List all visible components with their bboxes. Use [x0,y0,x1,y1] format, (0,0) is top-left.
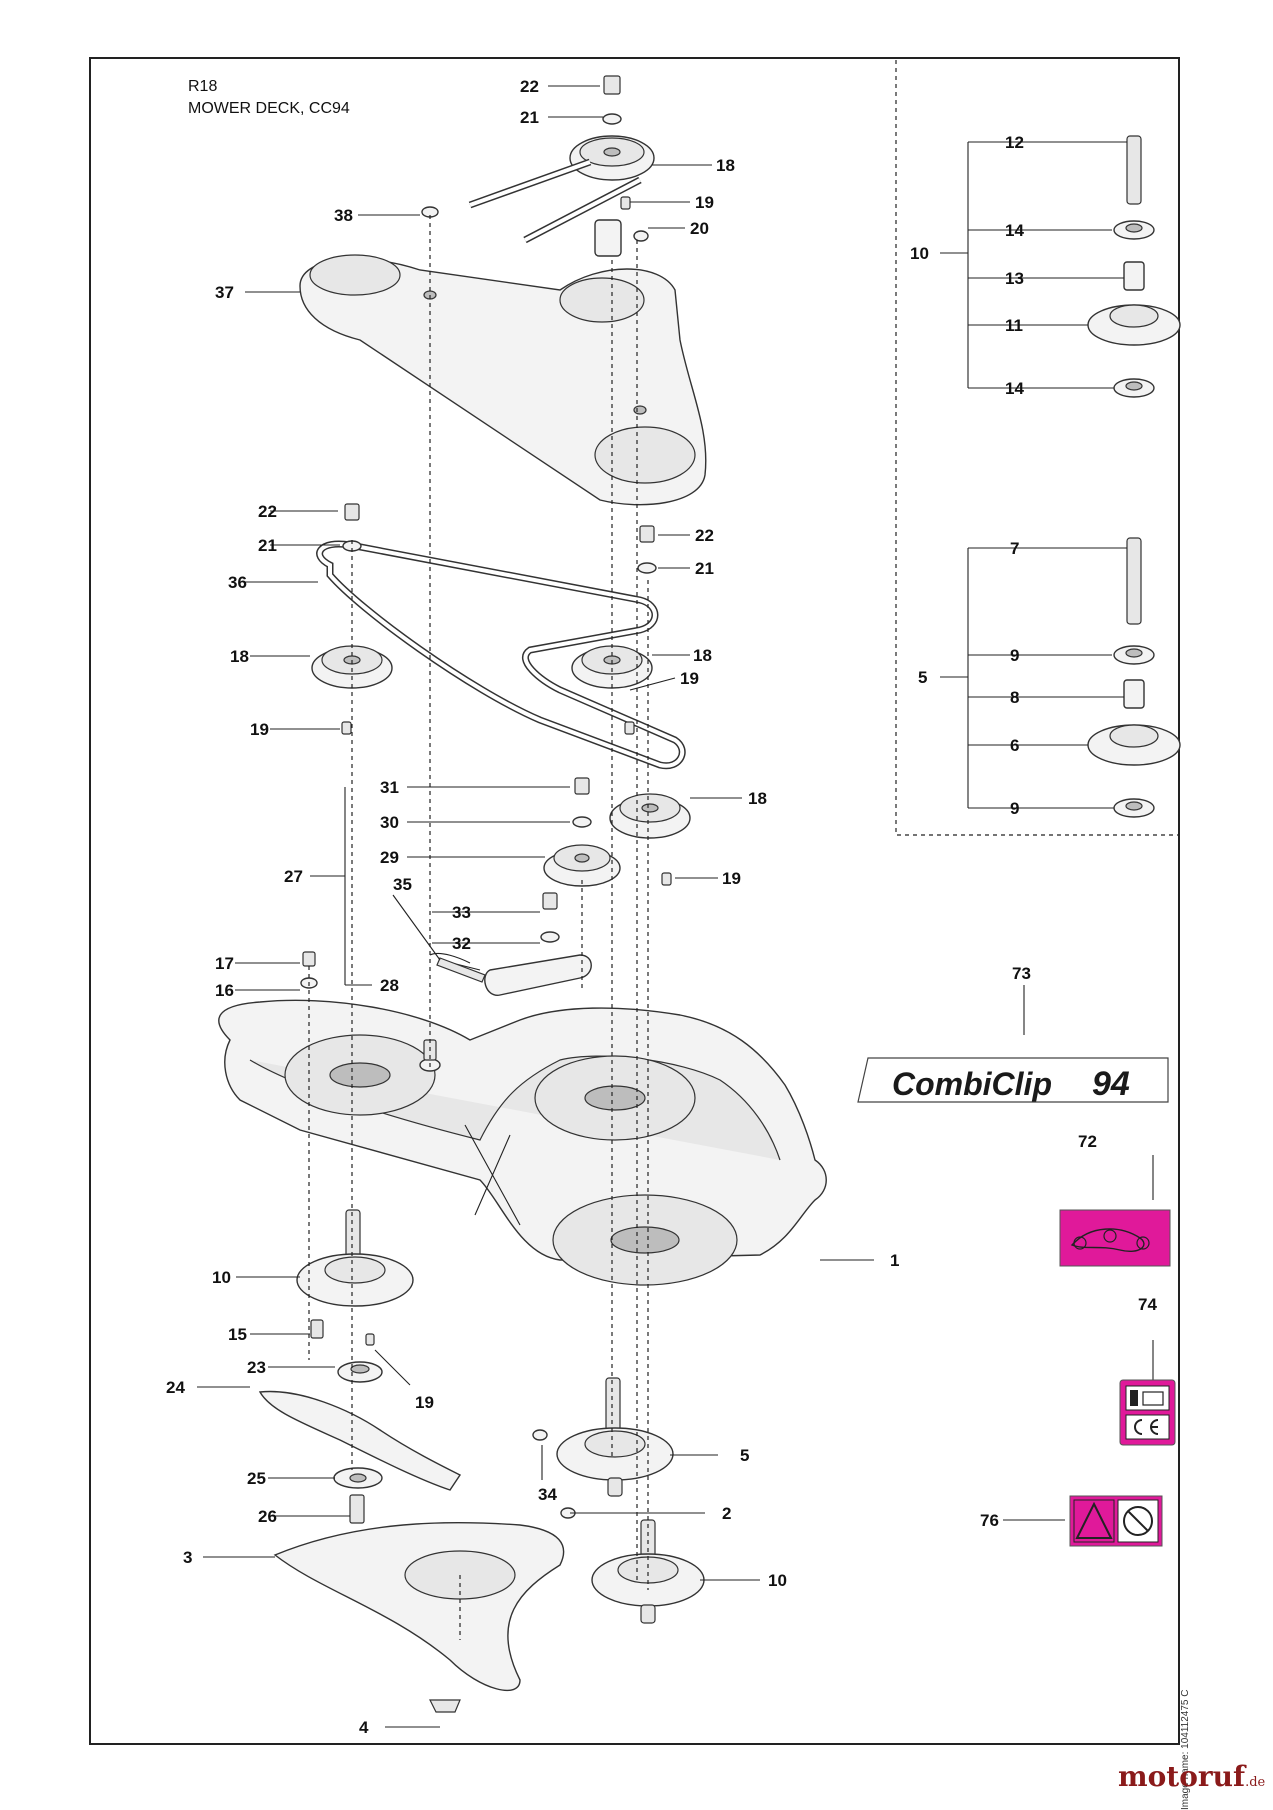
callout-74: 74 [1138,1295,1157,1314]
callout-37: 37 [215,283,234,302]
belt-cover [299,206,707,506]
callout-34: 34 [538,1485,557,1504]
callout-21-right: 21 [695,559,714,578]
callout-13: 13 [1005,269,1024,288]
callout-18-top: 18 [716,156,735,175]
idler-tensioner [429,777,621,996]
assembly-axes [308,215,649,1640]
callout-2: 2 [722,1504,731,1523]
diagram-code: R18 [188,78,218,95]
callout-76: 76 [980,1511,999,1530]
callout-19-blade: 19 [415,1393,434,1412]
spindle-assembly-10-detail [1087,135,1181,398]
callout-1: 1 [890,1251,899,1270]
callout-28: 28 [380,976,399,995]
logo-number: 94 [1092,1065,1130,1103]
logo-text: CombiClip [892,1066,1052,1102]
callout-26: 26 [258,1507,277,1526]
callout-73: 73 [1012,964,1031,983]
callout-29: 29 [380,848,399,867]
key-and-bushing [594,196,649,257]
callout-12: 12 [1005,133,1024,152]
callout-14-a: 14 [1005,221,1024,240]
belt-segment-top [468,158,642,244]
spindle-center [556,1377,674,1497]
pulley-lower [341,721,691,886]
callout-22-left: 22 [258,502,277,521]
callout-10-detail: 10 [910,244,929,263]
callout-8: 8 [1010,688,1019,707]
watermark-logo: motoruf.de [1118,1760,1265,1793]
title-block: R18 MOWER DECK, CC94 [188,76,350,120]
callout-7: 7 [1010,539,1019,558]
callout-19-lower: 19 [722,869,741,888]
callout-19-right: 19 [680,669,699,688]
page-frame [89,57,1180,1745]
callout-10-left: 10 [212,1268,231,1287]
callout-10-right: 10 [768,1571,787,1590]
mower-deck-housing [218,999,827,1286]
callout-4: 4 [359,1718,369,1737]
callout-19-left: 19 [250,720,269,739]
blade-left [258,1390,462,1524]
callout-33: 33 [452,903,471,922]
callout-32: 32 [452,934,471,953]
callout-19-top: 19 [695,193,714,212]
subassembly-dashed-frame [895,60,1178,836]
callout-30: 30 [380,813,399,832]
callout-31: 31 [380,778,399,797]
ce-info-decal [1119,1379,1176,1446]
callout-24: 24 [166,1378,185,1397]
spindle-assembly-5-detail [1087,537,1181,818]
callout-22-top: 22 [520,77,539,96]
callout-21-left: 21 [258,536,277,555]
callout-11: 11 [1005,316,1023,335]
callout-14-b: 14 [1005,379,1024,398]
callout-leaders [197,85,1154,1728]
callout-18-right: 18 [693,646,712,665]
callout-18-lower: 18 [748,789,767,808]
callout-17: 17 [215,954,234,973]
callout-27: 27 [284,867,303,886]
baffle-plate [273,1429,576,1713]
callout-72: 72 [1078,1132,1097,1151]
callout-22-right: 22 [695,526,714,545]
callout-35: 35 [393,875,412,894]
belt-routing-decal [1059,1209,1171,1267]
callout-labels: 22 21 18 19 20 38 37 22 21 36 18 19 22 2… [166,77,1157,1737]
callout-20: 20 [690,219,709,238]
spindle-left [296,1209,414,1383]
callout-3: 3 [183,1548,192,1567]
callout-6: 6 [1010,736,1019,755]
diagram-title: MOWER DECK, CC94 [188,100,350,117]
callout-5-detail: 5 [918,668,927,687]
callout-38: 38 [334,206,353,225]
callout-21-top: 21 [520,108,539,127]
callout-9-a: 9 [1010,646,1019,665]
callout-5-main: 5 [740,1446,749,1465]
callout-23: 23 [247,1358,266,1377]
warning-decal [1069,1495,1163,1547]
combiclip-logo-label: CombiClip 94 [857,1057,1169,1103]
watermark-main: motoruf [1118,1760,1246,1793]
drive-pulley-top [569,75,655,181]
callout-36: 36 [228,573,247,592]
pulley-right [571,525,657,689]
callout-16: 16 [215,981,234,1000]
callout-25: 25 [247,1469,266,1488]
callout-15: 15 [228,1325,247,1344]
callout-9-b: 9 [1010,799,1019,818]
callout-18-left: 18 [230,647,249,666]
watermark-suffix: .de [1245,1775,1266,1790]
